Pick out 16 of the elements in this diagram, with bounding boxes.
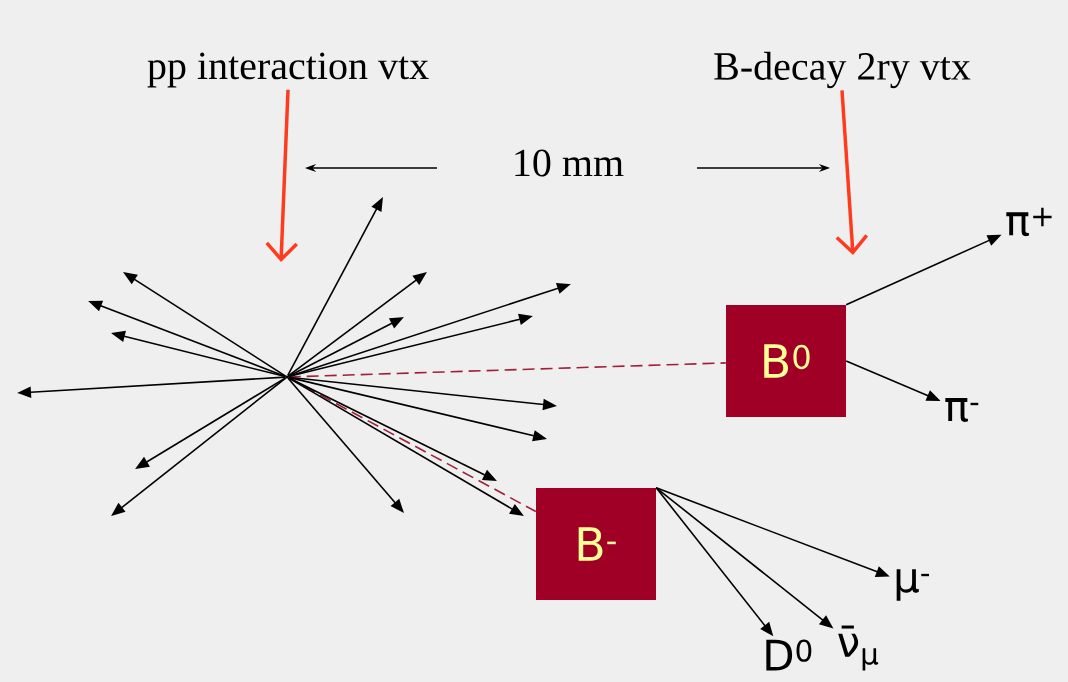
leader-arrow [835,90,869,255]
track-arrow [111,377,287,516]
particle-label: D$^{0}$ [766,639,812,671]
track-arrow [287,377,404,513]
track-arrow [287,272,427,377]
vertex-label: B-decay 2ry vtx [714,51,971,89]
particle-label: μ$^{-}$ [896,569,929,601]
meson-box: B$^{0}$ [726,305,846,417]
particle-label: ν̄$_{μ}$ [838,625,879,671]
leader-arrow [265,89,298,262]
vertex-point [285,375,289,379]
particle-label: π$^{-}$ [945,398,979,422]
particle-label: π$^{+}$ [1006,207,1052,237]
dimension-label: 10 mm [515,149,624,177]
vertex-label: pp interaction vtx [147,52,429,88]
meson-box: B$^{-}$ [536,488,656,600]
